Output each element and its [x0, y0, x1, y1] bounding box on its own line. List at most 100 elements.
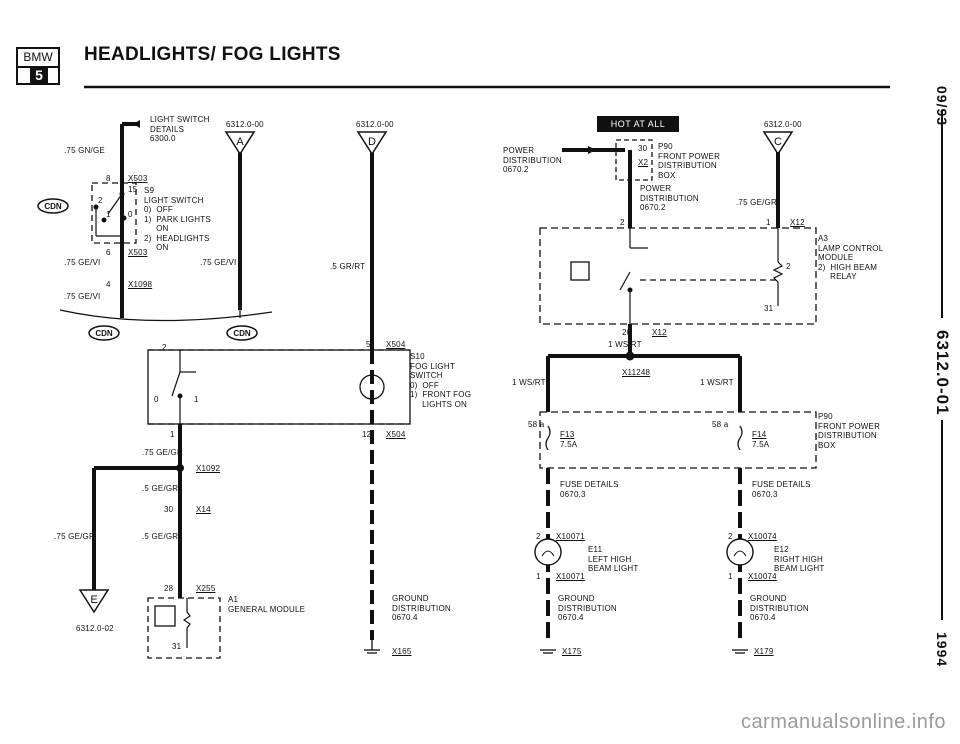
a1-module-box	[147, 597, 221, 659]
s10-pin0: 0	[154, 395, 159, 404]
ref-d-doc: 6312.0-00	[356, 120, 394, 129]
wire-gegr-label-1: .75 GE/GR	[142, 448, 183, 457]
f14-amp: 7.5A	[752, 440, 770, 449]
a3-module-box	[539, 227, 817, 325]
x1098-label: X1098	[128, 280, 153, 289]
x503a-pin: 8	[106, 174, 111, 183]
x14-pin: 30	[164, 505, 174, 514]
wire-gnge-label: .75 GN/GE	[64, 146, 105, 155]
f13-label: F13	[560, 430, 575, 439]
ref-c-letter: C	[774, 136, 782, 148]
x12b-pin: 20	[622, 328, 632, 337]
f14-pin: 58 a	[712, 420, 729, 429]
s9-pin15: 15	[128, 185, 138, 194]
s9-switch-box	[91, 182, 137, 244]
s9-pin1: 1	[106, 210, 111, 219]
ground-distribution-2: GROUND DISTRIBUTION 0670.4	[558, 594, 617, 622]
lightswitch-arrow	[133, 120, 140, 128]
cdn-badge-2	[88, 325, 120, 341]
x10074b-pin: 1	[728, 572, 733, 581]
wire-grrt: .5 GR/RT	[330, 262, 366, 271]
a1-pin31: 31	[172, 642, 182, 651]
cdn-bracket-curve	[59, 309, 273, 322]
x10074a-pin: 2	[728, 532, 733, 541]
watermark: carmanualsonline.info	[740, 711, 946, 733]
light-switch-details-label: LIGHT SWITCH DETAILS 6300.0	[150, 115, 210, 143]
wire-gevi-1: .75 GE/VI	[64, 258, 101, 267]
x179-label: X179	[754, 647, 774, 656]
x12a-label: X12	[790, 218, 805, 227]
s9-contact-1	[101, 217, 107, 223]
x504a-label: X504	[386, 340, 406, 349]
x10074a-label: X10074	[748, 532, 777, 541]
bmw-5-series-logo: BMW 5	[16, 47, 60, 85]
e12-filament	[733, 550, 747, 557]
e11-description: E11 LEFT HIGH BEAM LIGHT	[588, 545, 639, 573]
x1092-label: X1092	[196, 464, 221, 473]
a1-description: A1 GENERAL MODULE	[228, 595, 306, 614]
p90-fuse-box	[539, 411, 817, 469]
e12-description: E12 RIGHT HIGH BEAM LIGHT	[774, 545, 825, 573]
p90-box	[615, 139, 653, 181]
x10071b-pin: 1	[536, 572, 541, 581]
wire-wsrt-label-3: 1 WS/RT	[700, 378, 734, 387]
x1098-pin: 4	[106, 280, 111, 289]
x12b-label: X12	[652, 328, 667, 337]
wire-gevi-3: .75 GE/VI	[64, 292, 101, 301]
x255-pin: 28	[164, 584, 174, 593]
a1-resistor	[182, 611, 191, 629]
s10-pin-out: 1	[170, 430, 175, 439]
e12-lamp-symbol	[726, 538, 754, 566]
x504a-pin: 5	[366, 340, 371, 349]
a3-description: A3 LAMP CONTROL MODULE 2) HIGH BEAM RELA…	[818, 234, 884, 281]
p90-fuse-description: P90 FRONT POWER DISTRIBUTION BOX	[818, 412, 881, 450]
x11248-label: X11248	[622, 368, 651, 377]
a3-pin2-right: 2	[786, 262, 791, 271]
x10071a-label: X10071	[556, 532, 585, 541]
logo-bottom-text: 5	[30, 67, 48, 83]
x12a-pin: 1	[766, 218, 771, 227]
cdn-label-2: CDN	[95, 329, 113, 338]
ref-e-letter: E	[90, 594, 97, 606]
ref-d-letter: D	[368, 136, 376, 148]
s9-pin2: 2	[98, 196, 103, 205]
ground-distribution-3: GROUND DISTRIBUTION 0670.4	[750, 594, 809, 622]
x10074b-label: X10074	[748, 572, 777, 581]
page-title: HEADLIGHTS/ FOG LIGHTS	[84, 44, 341, 65]
s9-lever	[107, 193, 123, 215]
f13-amp: 7.5A	[560, 440, 578, 449]
s9-description: S9 LIGHT SWITCH 0) OFF 1) PARK LIGHTS ON…	[144, 186, 211, 252]
f14-label: F14	[752, 430, 767, 439]
a3-pin2-left: 2	[620, 218, 625, 227]
a3-coil	[772, 261, 784, 283]
cdn-label-3: CDN	[233, 329, 251, 338]
x503b-pin: 6	[106, 248, 111, 257]
x255-label: X255	[196, 584, 216, 593]
ref-c-doc: 6312.0-00	[764, 120, 802, 129]
cdn-badge-3	[226, 325, 258, 341]
x10071b-label: X10071	[556, 572, 585, 581]
wire-wsrt-label-1: 1 WS/RT	[608, 340, 642, 349]
wire-gevi-2: .75 GE/VI	[200, 258, 237, 267]
e11-lamp-symbol	[534, 538, 562, 566]
ref-a-triangle	[224, 131, 256, 156]
a3-pin31: 31	[764, 304, 774, 313]
s10-description: S10 FOG LIGHT SWITCH 0) OFF 1) FRONT FOG…	[410, 352, 472, 409]
cdn-label-1: CDN	[44, 202, 62, 211]
f13-pin: 58 a	[528, 420, 545, 429]
x10071a-pin: 2	[536, 532, 541, 541]
fuse-f13-symbol	[545, 425, 551, 451]
s10-lever	[171, 371, 181, 397]
a1-module-icon	[154, 605, 176, 627]
wire-wsrt-label-2: 1 WS/RT	[512, 378, 546, 387]
e11-filament	[541, 550, 555, 557]
s9-pin0: 0	[128, 210, 133, 219]
x503b-label: X503	[128, 248, 148, 257]
ref-c-triangle	[762, 131, 794, 156]
cdn-badge-1	[37, 198, 69, 214]
power-distribution-label: POWER DISTRIBUTION 0670.2	[503, 146, 562, 174]
ref-a-doc: 6312.0-00	[226, 120, 264, 129]
ground-distribution-1: GROUND DISTRIBUTION 0670.4	[392, 594, 451, 622]
s9-contact-0	[121, 215, 127, 221]
